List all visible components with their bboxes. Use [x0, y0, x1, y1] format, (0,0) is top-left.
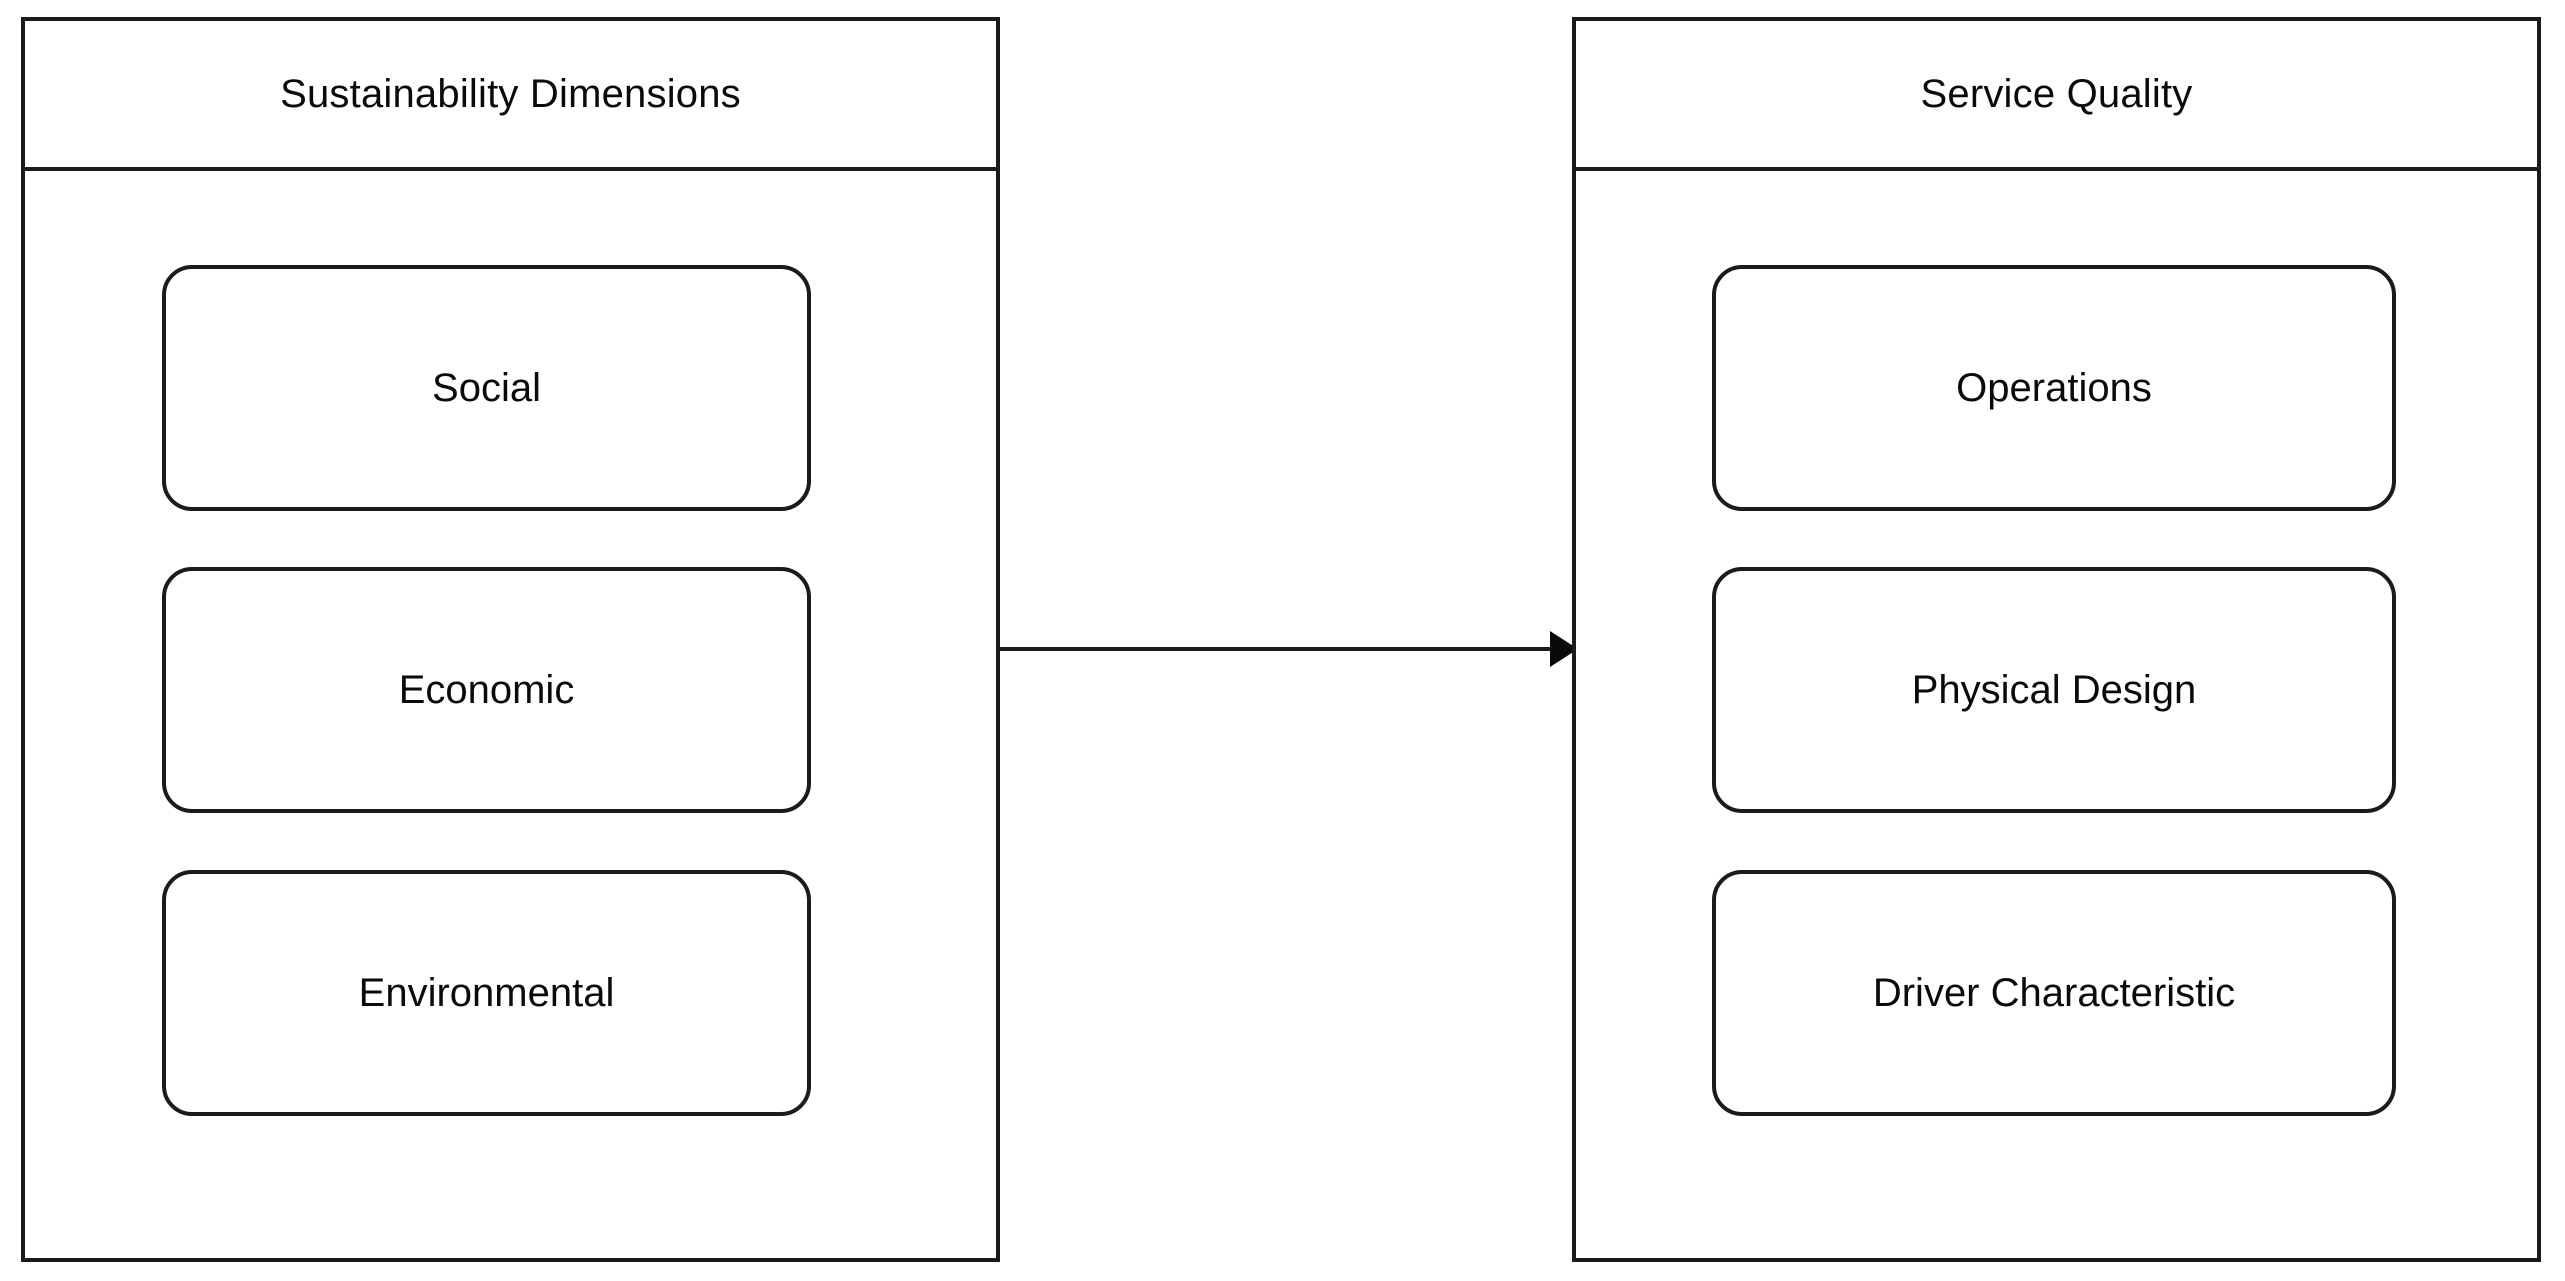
node-label-environmental: Environmental: [358, 971, 615, 1015]
node-label-economic: Economic: [398, 668, 575, 712]
node-label-social: Social: [432, 366, 541, 410]
node-operations[interactable]: Operations: [1712, 265, 2396, 511]
group-header-service-quality: Service Quality: [1576, 21, 2537, 171]
node-environmental[interactable]: Environmental: [162, 870, 811, 1116]
node-label-physical-design: Physical Design: [1911, 668, 2197, 712]
group-title-sustainability-dimensions: Sustainability Dimensions: [280, 72, 741, 116]
node-label-driver-characteristic: Driver Characteristic: [1872, 971, 2236, 1015]
connector-arrow-sustainability-to-service-quality[interactable]: [998, 614, 1578, 684]
group-sustainability-dimensions[interactable]: Sustainability Dimensions Social Economi…: [21, 17, 1000, 1262]
arrowhead-icon: [1550, 631, 1578, 667]
group-service-quality[interactable]: Service Quality Operations Physical Desi…: [1572, 17, 2541, 1262]
group-header-sustainability-dimensions: Sustainability Dimensions: [25, 21, 996, 171]
group-body-service-quality: Operations Physical Design Driver Charac…: [1576, 171, 2537, 1258]
group-body-sustainability-dimensions: Social Economic Environmental: [25, 171, 996, 1258]
node-economic[interactable]: Economic: [162, 567, 811, 813]
node-social[interactable]: Social: [162, 265, 811, 511]
node-physical-design[interactable]: Physical Design: [1712, 567, 2396, 813]
node-label-operations: Operations: [1956, 366, 2152, 410]
group-title-service-quality: Service Quality: [1920, 72, 2193, 116]
node-driver-characteristic[interactable]: Driver Characteristic: [1712, 870, 2396, 1116]
